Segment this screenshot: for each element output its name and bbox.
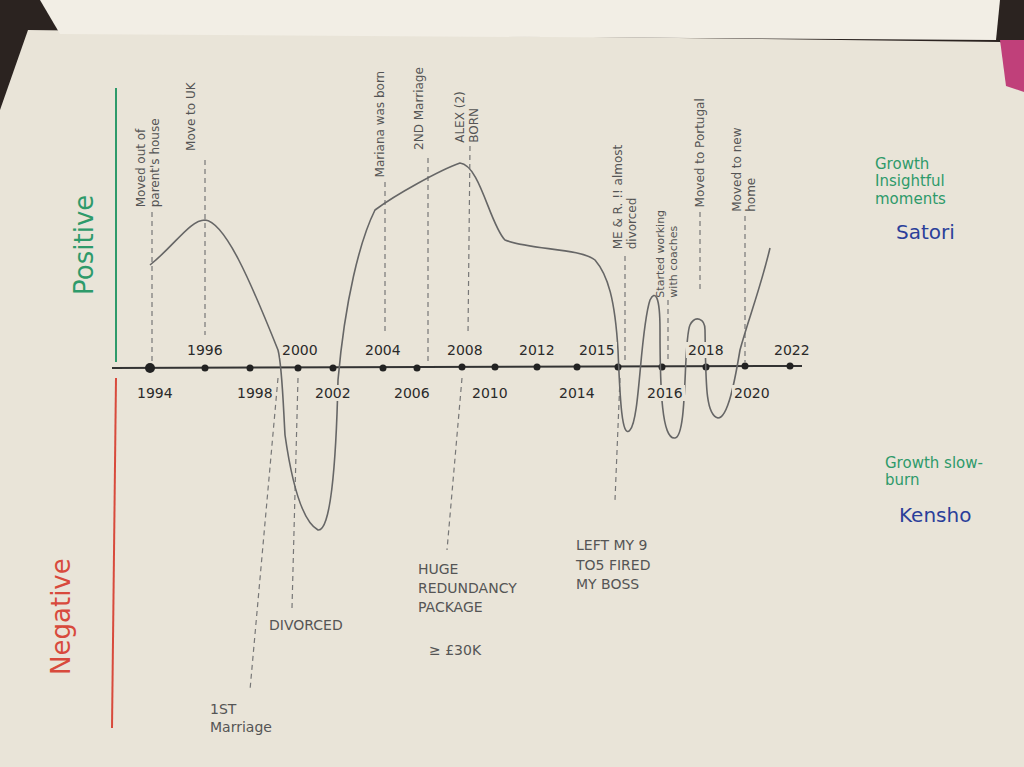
- year-label: 2014: [557, 385, 597, 401]
- axis-title: Positive: [70, 135, 100, 295]
- legend-term: Satori: [896, 221, 955, 244]
- event-label: DIVORCED: [269, 617, 343, 633]
- legend-note: Growth Insightful moments: [875, 156, 985, 208]
- event-label: Move to UK: [185, 79, 199, 151]
- event-label: ME & R. !! almost divorced: [612, 94, 640, 249]
- legend-term: Kensho: [899, 504, 971, 527]
- axis-title: Negative: [47, 495, 77, 675]
- event-label: Moved out of parent's house: [135, 82, 163, 207]
- year-label: 2002: [313, 385, 353, 401]
- event-label: HUGE REDUNDANCY PACKAGE: [418, 560, 543, 617]
- event-label: Moved to new home: [731, 102, 759, 212]
- year-label: 2018: [686, 342, 726, 358]
- year-label: 2008: [445, 342, 485, 358]
- year-label: 2020: [732, 385, 772, 401]
- year-label: 2012: [517, 342, 557, 358]
- year-label: 1998: [235, 385, 275, 401]
- year-label: 2004: [363, 342, 403, 358]
- year-label: 2000: [280, 342, 320, 358]
- year-label: 2006: [392, 385, 432, 401]
- event-label: LEFT MY 9 TO5 FIRED MY BOSS: [576, 536, 654, 595]
- year-label: 2016: [645, 385, 685, 401]
- legend-note: Growth slow-burn: [885, 455, 985, 490]
- event-label: 2ND Marriage: [413, 60, 427, 150]
- year-label: 2015: [577, 342, 617, 358]
- year-label: 2022: [772, 342, 812, 358]
- event-label: Moved to Portugal: [694, 92, 708, 207]
- event-label: 1ST Marriage: [210, 700, 290, 736]
- year-label: 1994: [135, 385, 175, 401]
- year-label: 1996: [185, 342, 225, 358]
- event-label: ALEX (2) BORN: [454, 53, 482, 143]
- event-label: ≥ £30K: [429, 642, 481, 658]
- year-label: 2010: [470, 385, 510, 401]
- event-label: Mariana was born: [374, 42, 388, 177]
- event-label: Started working with coaches: [655, 198, 680, 298]
